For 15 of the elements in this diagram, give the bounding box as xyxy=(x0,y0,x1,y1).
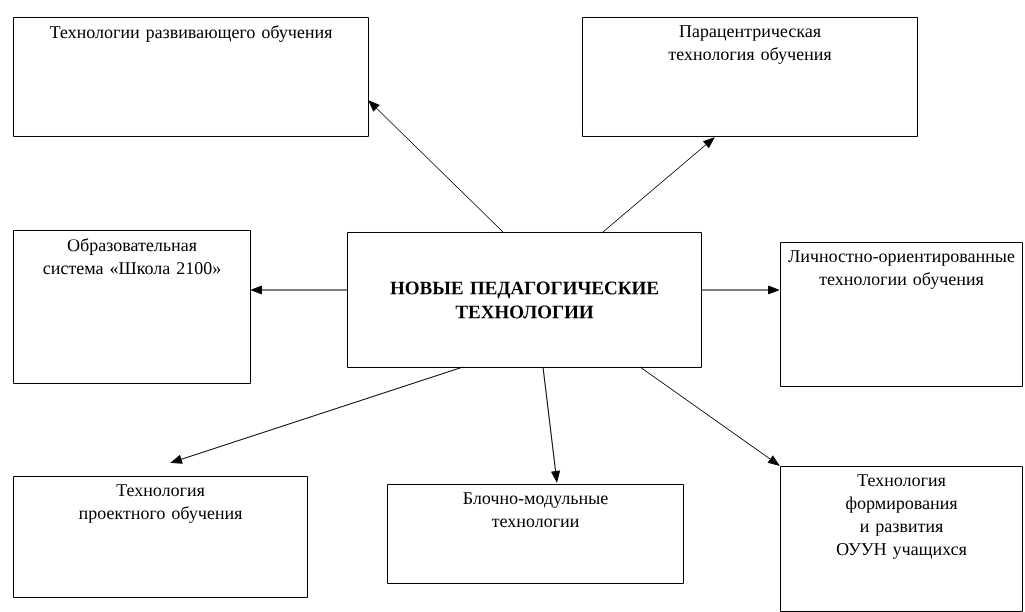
arrow xyxy=(250,285,348,295)
text-box: Личностно-ориентированные технологии обучения xyxy=(780,242,1023,387)
arrow xyxy=(170,366,464,464)
text-box: Блочно-модульные технологии xyxy=(387,484,684,584)
text-box: Парацентрическая технология обучения xyxy=(582,17,918,137)
arrow xyxy=(639,366,780,466)
text-box: Технологии развивающего обучения xyxy=(13,17,369,137)
arrow xyxy=(542,366,560,483)
arrow xyxy=(700,285,780,295)
text-box: Технология проектного обучения xyxy=(13,476,308,598)
title-box: НОВЫЕ ПЕДАГОГИЧЕСКИЕ ТЕХНОЛОГИИ xyxy=(347,232,702,368)
arrow xyxy=(368,100,504,233)
text-box: Технология формирования и развития ОУУН учащихся xyxy=(780,466,1023,612)
arrow xyxy=(602,137,715,233)
text-box: Образовательная система «Школа 2100» xyxy=(13,230,251,384)
